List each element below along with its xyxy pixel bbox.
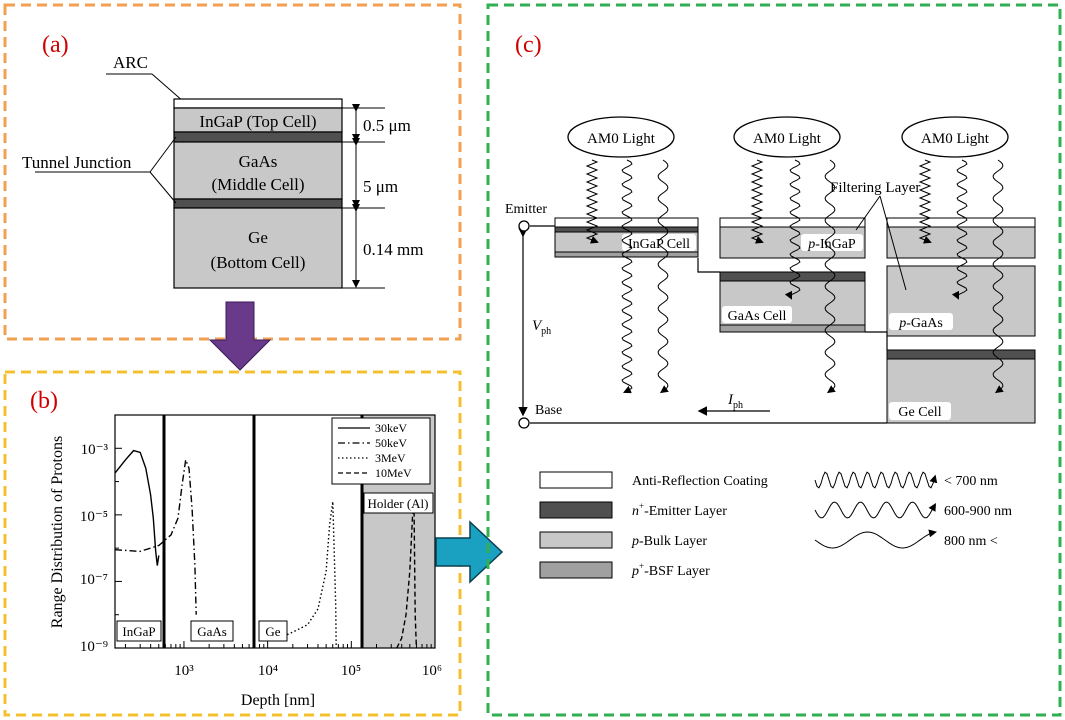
series-10mev-line <box>396 496 418 649</box>
ray-short <box>750 159 764 244</box>
ray-long <box>824 159 836 394</box>
panel-c: (c) AM0 Light AM0 Light AM0 Light <box>486 3 1062 717</box>
base-label: Base <box>535 403 562 418</box>
dim-bottom-text: 0.14 mm <box>363 240 423 259</box>
emitter-label: Emitter <box>505 202 547 217</box>
tunnel-junction-label: Tunnel Junction <box>22 153 132 172</box>
filtering-layer-label: Filtering Layer <box>830 180 920 196</box>
legend-arc-swatch <box>539 471 613 489</box>
plot-frame <box>114 414 436 649</box>
region-label-ge: Ge <box>265 624 280 639</box>
wave-long-text: 800 nm < <box>944 534 998 549</box>
bottom-cell-text-2: (Bottom Cell) <box>211 253 306 272</box>
y-tick-label: 10⁻⁹ <box>80 639 108 655</box>
x-tick-label: 10⁶ <box>422 663 442 679</box>
panel-b: (b) 10⁻³ 10⁻⁵ 10⁻⁷ 10⁻⁹ 10³ 10⁴ 10⁵ 10⁶ … <box>3 370 462 717</box>
circuit-wiring <box>518 225 888 424</box>
middle-cell-text-1: GaAs <box>239 152 278 171</box>
gaas-cell-label: GaAs Cell <box>728 309 787 324</box>
right-arrow <box>435 520 504 584</box>
am0-light-3 <box>901 116 1009 158</box>
ray-short <box>918 159 932 244</box>
ray-long <box>992 159 1004 394</box>
iph-label: Iph <box>727 392 743 411</box>
ge-bottom-cell <box>173 207 343 289</box>
tunnel-junction-2 <box>173 198 343 209</box>
legend-entry: 50keV <box>375 436 407 450</box>
top-cell-text: InGaP (Top Cell) <box>199 112 316 131</box>
region-label-ingap: InGaP <box>122 624 155 639</box>
panel-a-label: (a) <box>42 32 69 58</box>
vph-label: Vph <box>532 318 551 337</box>
legend-bulk-swatch <box>539 531 613 549</box>
axis-ticks <box>115 414 436 649</box>
arc-label: ARC <box>113 53 148 72</box>
legend-bsf-swatch <box>539 561 613 579</box>
ingap-top-cell <box>173 107 343 133</box>
ray-short <box>585 159 599 244</box>
panel-c-label: (c) <box>515 32 542 58</box>
legend-wave-long <box>814 529 937 549</box>
proton-curves <box>114 449 418 649</box>
x-tick-label: 10⁴ <box>258 663 278 679</box>
ray-mid <box>951 159 968 300</box>
arc-layer <box>173 98 343 109</box>
y-tick-label: 10⁻³ <box>81 442 109 458</box>
x-axis-label: Depth [nm] <box>241 692 315 709</box>
legend-bsf-text: p+-BSF Layer <box>631 561 710 579</box>
bottom-cell-text-1: Ge <box>248 228 268 247</box>
chart-legend: 30keV 50keV 3MeV 10MeV <box>331 417 431 485</box>
wave-short-text: < 700 nm <box>944 474 998 489</box>
x-tick-label: 10⁵ <box>341 663 361 679</box>
y-tick-label: 10⁻⁵ <box>80 509 108 525</box>
light-rays <box>585 159 1004 394</box>
series-50kev-line <box>114 457 197 615</box>
panel-b-label: (b) <box>30 388 58 414</box>
legend-emitter-swatch <box>539 501 613 519</box>
legend-bulk-text: p-Bulk Layer <box>631 534 707 549</box>
ray-long <box>657 159 669 394</box>
panel-a: (a) ARC InGaP (Top Cell) GaAs (Middle Ce… <box>3 3 462 341</box>
am0-light-label: AM0 Light <box>587 131 656 147</box>
dim-top-text: 0.5 μm <box>363 116 411 135</box>
am0-light-label: AM0 Light <box>753 131 822 147</box>
legend-entry: 3MeV <box>375 451 406 465</box>
p-gaas-label: p-GaAs <box>898 316 943 331</box>
region-label-holder: Holder (Al) <box>367 496 428 511</box>
down-arrow <box>208 301 272 371</box>
wavelength-legend-waves <box>814 471 938 549</box>
dimension-lines <box>342 104 385 289</box>
am0-light-2 <box>733 116 841 158</box>
base-terminal <box>518 417 530 429</box>
panel-c-border <box>486 3 1062 717</box>
tunnel-junction-1 <box>173 131 343 143</box>
am0-light-1 <box>567 116 675 158</box>
legend-arc-text: Anti-Reflection Coating <box>632 474 768 489</box>
x-tick-label: 10³ <box>174 663 194 679</box>
wave-mid-text: 600-900 nm <box>944 504 1012 519</box>
series-30kev-line <box>114 449 160 566</box>
series-3mev-line <box>279 501 337 649</box>
ge-cell-label: Ge Cell <box>898 405 941 420</box>
dim-middle-text: 5 μm <box>363 177 398 196</box>
legend-wave-short <box>814 471 938 489</box>
am0-light-label: AM0 Light <box>921 131 990 147</box>
legend-entry: 30keV <box>375 421 407 435</box>
emitter-terminal <box>518 220 530 232</box>
legend-entry: 10MeV <box>375 466 412 480</box>
ray-mid <box>621 159 633 394</box>
y-axis-label: Range Distribution of Protons <box>49 436 66 628</box>
legend-emitter-text: n+-Emitter Layer <box>632 501 727 519</box>
ray-mid <box>784 159 801 300</box>
gaas-middle-cell <box>173 141 343 200</box>
middle-cell-text-2: (Middle Cell) <box>211 175 304 194</box>
y-tick-label: 10⁻⁷ <box>80 572 108 588</box>
region-label-gaas: GaAs <box>197 624 227 639</box>
layer-legend: Anti-Reflection Coating n+-Emitter Layer… <box>539 471 1012 579</box>
legend-wave-mid <box>814 501 937 519</box>
